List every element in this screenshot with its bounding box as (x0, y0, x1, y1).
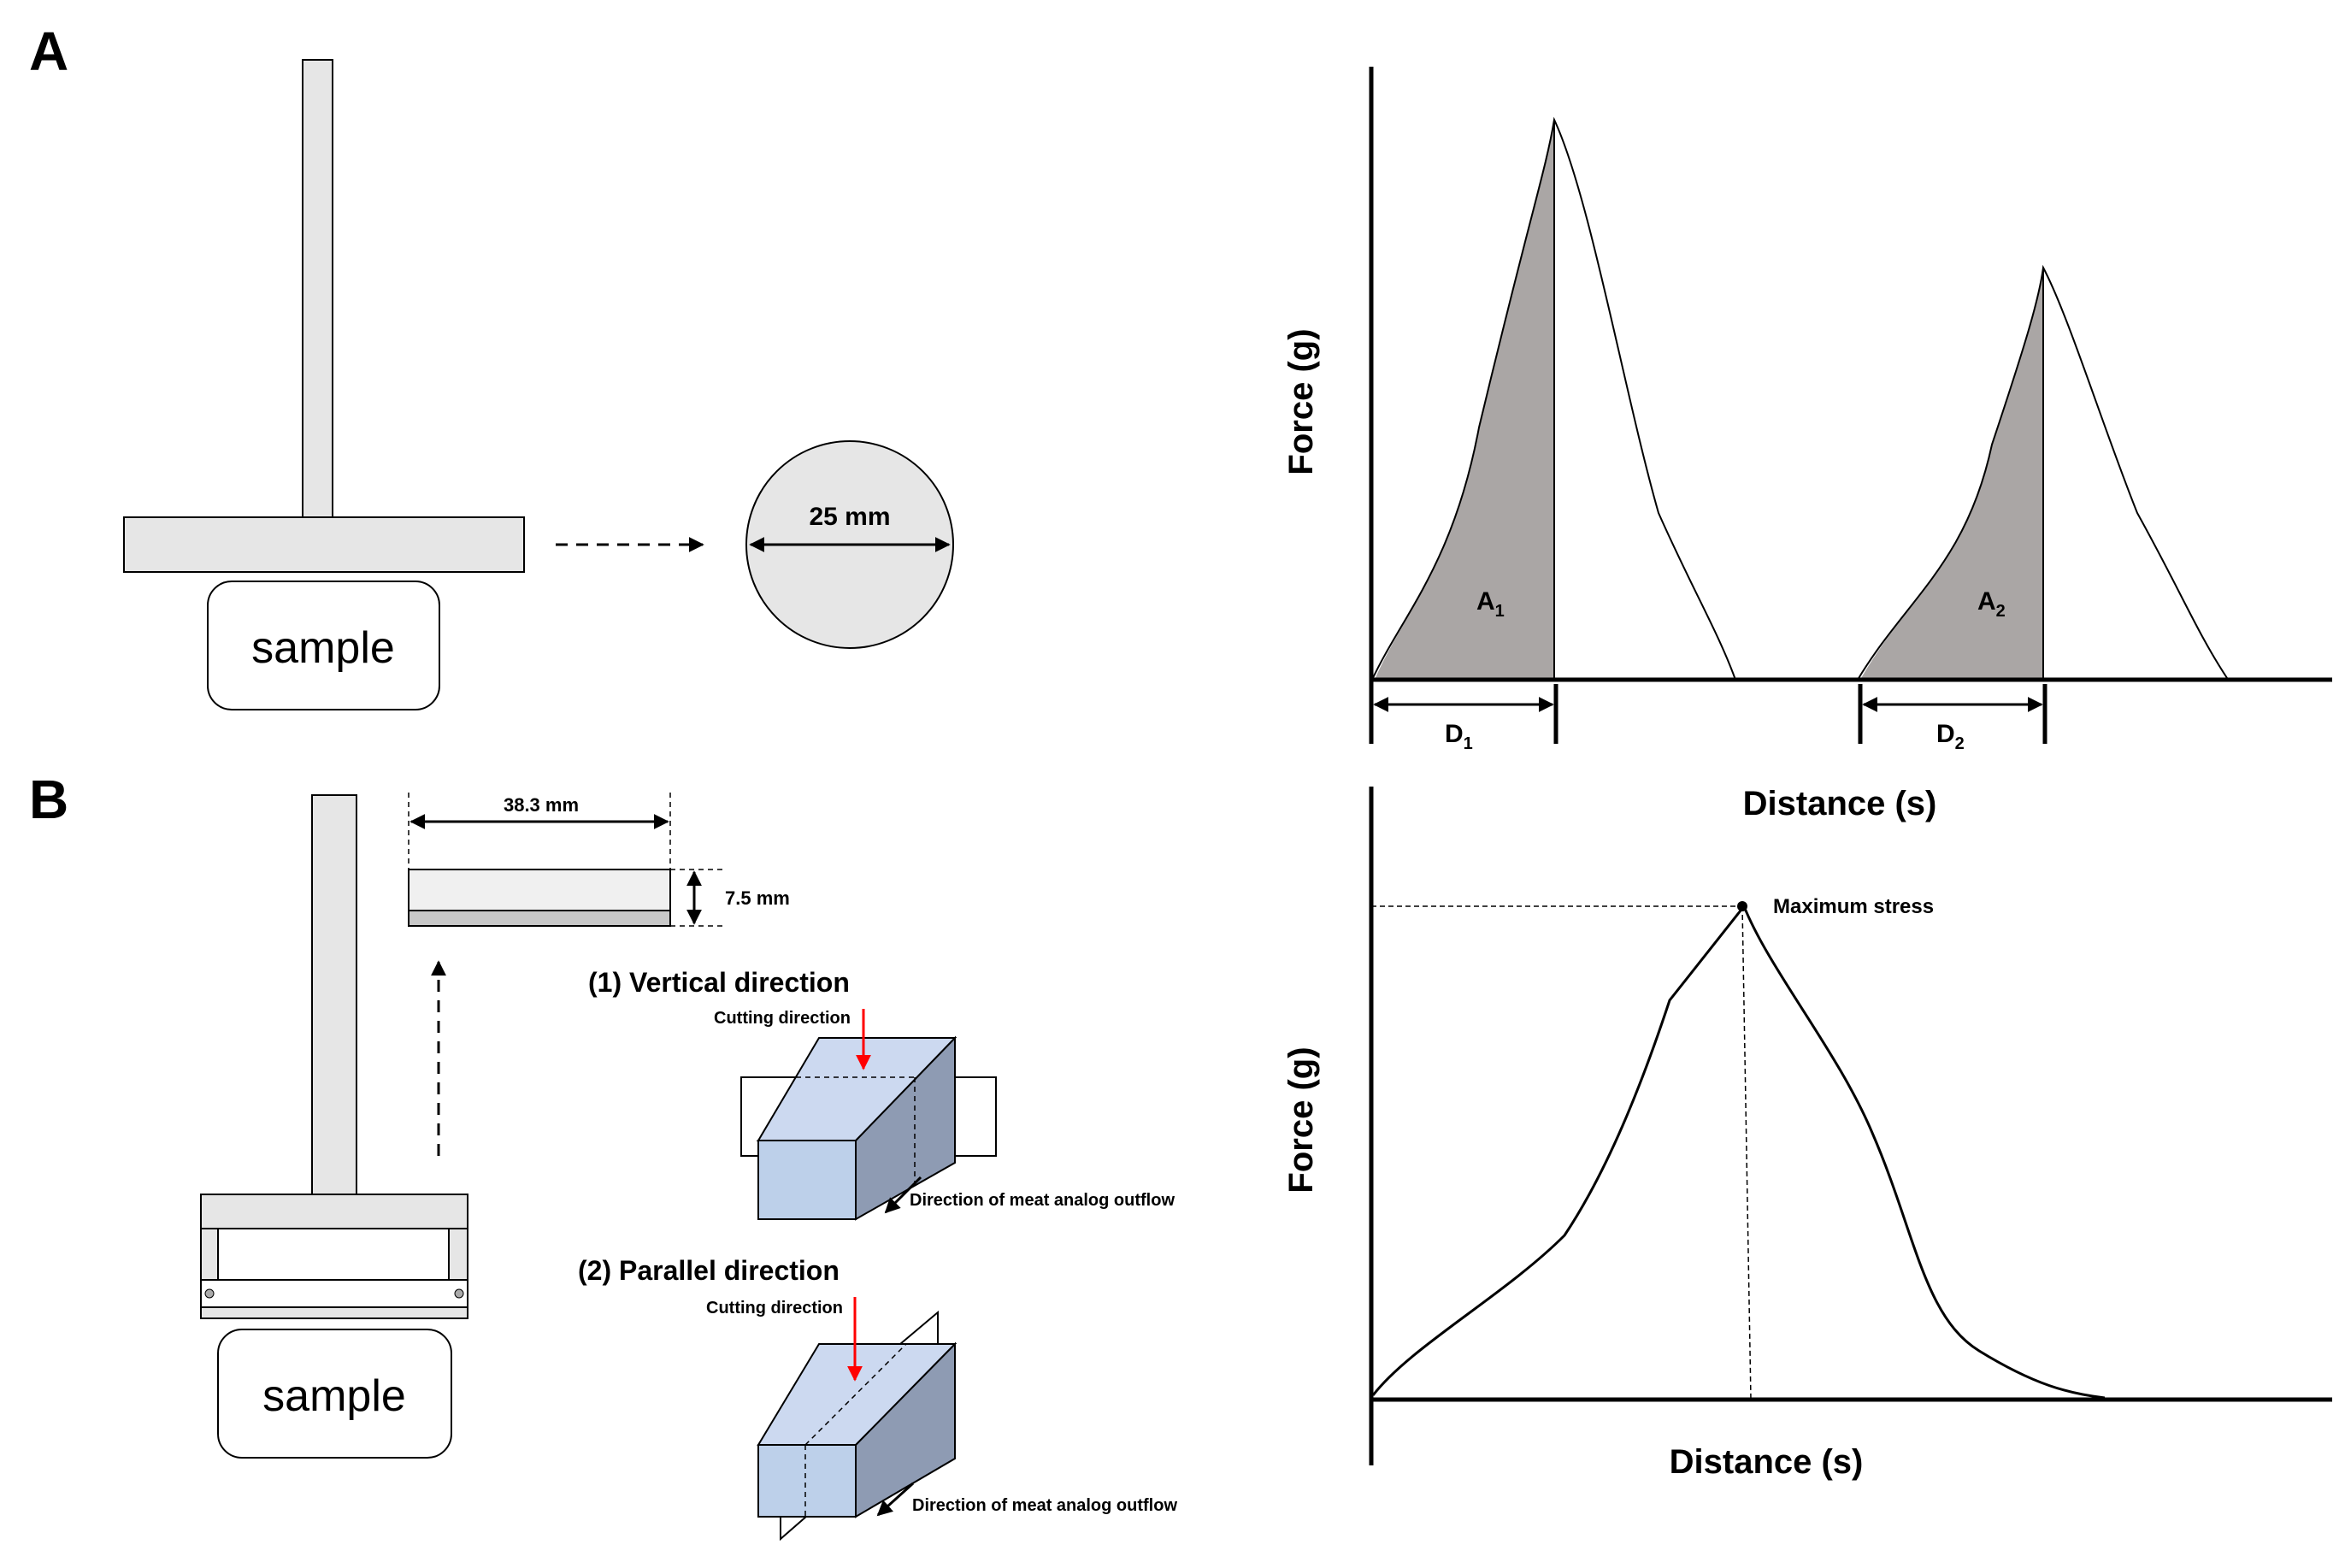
shear-graph: Maximum stress Distance (s) Force (g) (1282, 787, 2332, 1481)
outflow-arrow-2-icon (876, 1482, 915, 1517)
area-a1-label: A1 (1476, 587, 1505, 621)
panel-a-probe: sample (123, 59, 525, 710)
blade-body (408, 869, 671, 911)
dist-d1-label: D1 (1445, 720, 1473, 753)
probe-plate (123, 516, 525, 573)
sample-label: sample (251, 623, 395, 673)
height-label: 7.5 mm (725, 887, 790, 909)
area-a2-label: A2 (1977, 587, 2006, 621)
shear-curve (1371, 904, 2106, 1400)
dist-d2-label: D2 (1936, 720, 1965, 753)
outflow-arrow-1-icon (884, 1176, 922, 1214)
blade-shaft (311, 794, 357, 1196)
parallel-hidden-edge-1 (804, 1343, 907, 1446)
sample-label-b: sample (262, 1371, 406, 1421)
shear-xlabel: Distance (s) (1670, 1443, 1864, 1481)
blade-crossbar (200, 1194, 468, 1229)
cutting-direction-label-2: Cutting direction (706, 1299, 843, 1317)
block-front-2 (757, 1444, 857, 1518)
outflow-label-2: Direction of meat analog outflow (912, 1496, 1177, 1515)
peak-label: Maximum stress (1773, 895, 1934, 918)
tpa-xlabel: Distance (s) (1743, 785, 1937, 822)
panel-a-letter: A (29, 21, 68, 82)
shear-ylabel: Force (g) (1282, 1046, 1320, 1193)
length-label: 38.3 mm (504, 794, 579, 816)
parallel-direction-diagram: (2) Parallel direction Cutting direction… (578, 1255, 1177, 1541)
block-front (757, 1140, 857, 1220)
vertical-direction-diagram: (1) Vertical direction Cutting direction… (588, 967, 1175, 1221)
pin-right-icon (454, 1288, 464, 1299)
outflow-label-1: Direction of meat analog outflow (910, 1191, 1175, 1210)
panel-b-blade-fixture: sample (200, 794, 468, 1459)
peak-v-guide (1741, 905, 1752, 1400)
blade-bottom-rail (200, 1279, 468, 1308)
tpa-graph: A1 A2 D1 D2 Distance (s) Force (g) (1282, 67, 2332, 822)
probe-disc: 25 mm (745, 440, 954, 649)
peak-point (1737, 901, 1747, 911)
blade-edge (408, 910, 671, 927)
panel-b-letter: B (29, 769, 68, 830)
cutting-direction-label-1: Cutting direction (714, 1009, 851, 1028)
pin-left-icon (204, 1288, 215, 1299)
blade-base (200, 1306, 468, 1319)
parallel-title: (2) Parallel direction (578, 1255, 840, 1286)
tpa-ylabel: Force (g) (1282, 328, 1320, 475)
sample-box (207, 581, 440, 710)
probe-shaft (302, 59, 333, 519)
area-a2 (1860, 268, 2043, 680)
vertical-title: (1) Vertical direction (588, 967, 850, 998)
blade-dimension-view: 38.3 mm 7.5 mm (408, 793, 790, 927)
sample-box-b (217, 1329, 452, 1459)
area-a1 (1375, 120, 1554, 680)
diameter-label: 25 mm (809, 503, 890, 531)
